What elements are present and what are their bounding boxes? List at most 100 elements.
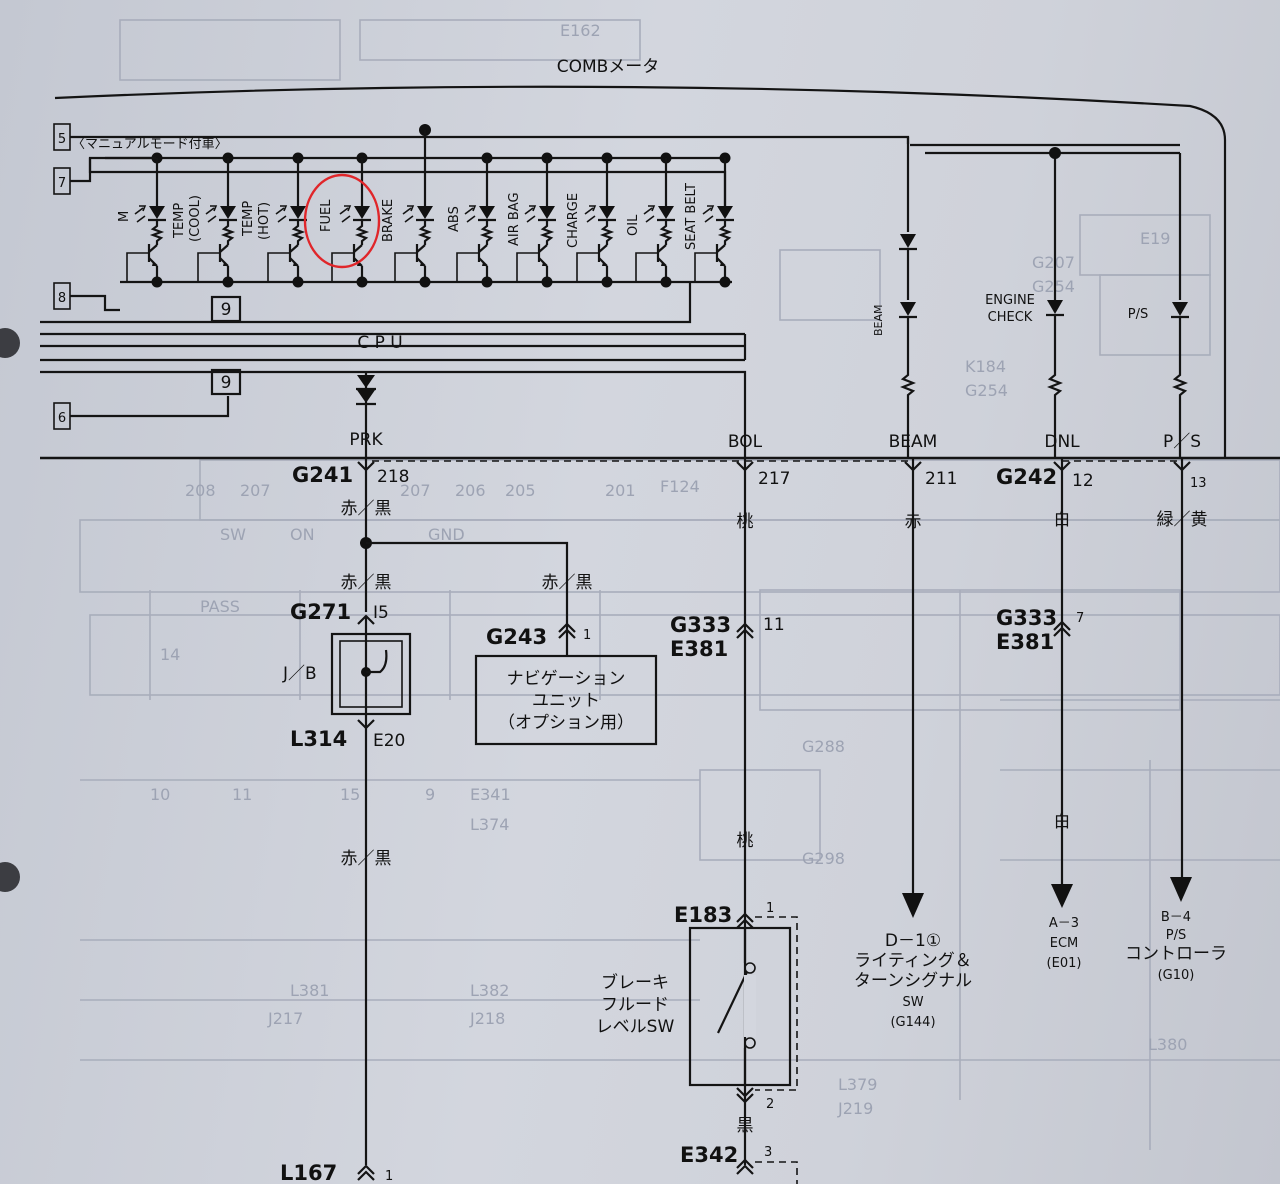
wire-color-red-black: 赤／黒 [341,849,392,869]
indicator-column [126,152,166,288]
indicator-column [331,152,371,288]
pin-label: 6 [58,411,66,426]
ghost-text: J218 [469,1009,505,1028]
destination-line: ECM [1050,936,1079,951]
dnl-circuit: 白 G333 E381 7 白 A－3 ECM (E01) [996,458,1084,971]
pin-12: 12 [1072,471,1094,491]
connector-e183: E183 [674,903,732,927]
ghost-text: 207 [240,481,271,500]
ghost-text: GND [428,525,465,544]
wire-color-black: 黒 [737,1116,754,1136]
ghost-text: J217 [267,1009,303,1028]
destination-line: ライティング＆ [854,951,972,971]
ghost-text: L379 [838,1075,877,1094]
ghost-text: L380 [1148,1035,1187,1054]
indicator-label: OIL [626,214,641,236]
terminal-prk: PRK [349,430,383,450]
box-9-lower [210,368,242,396]
box-9-label: 9 [221,300,232,320]
connector-l314: L314 [290,727,347,751]
indicator-label: SEAT BELT [684,183,699,250]
indicator-column [576,152,616,288]
ghost-text: L374 [470,815,509,834]
ghost-text: G288 [802,737,845,756]
indicator-column [197,152,237,288]
connector-row: G241 218 217 211 G242 12 13 [292,460,1207,491]
pin-218: 218 [377,467,409,487]
pin-1: 1 [385,1169,393,1184]
indicator-label: TEMP [241,201,256,237]
nav-unit-line: ナビゲーション [507,669,626,689]
ghost-text: G207 [1032,253,1075,272]
wire-color-red-black: 赤／黒 [341,499,392,519]
pin-211: 211 [925,469,957,489]
destination-line: (G10) [1158,968,1195,983]
destination-line: (G144) [890,1015,935,1030]
ghost-text: G254 [965,381,1008,400]
ghost-text: 208 [185,481,216,500]
wire-color-red-black: 赤／黒 [542,573,593,593]
brake-fluid-switch-box [688,926,792,1087]
pin-label: 7 [58,176,66,191]
wire-color-red-black: 赤／黒 [341,573,392,593]
indicator-label: TEMP [172,203,187,239]
ps-circuit: 緑／黄 B－4 P/S コントローラ (G10) [1125,458,1227,983]
indicator-column [516,152,556,288]
ghost-text: 205 [505,481,536,500]
background-ghost-layer: E162 G207 G254 K184 G254 E19 F124 207 20… [79,19,1280,1150]
bol-circuit: 桃 G333 E381 11 桃 E183 1 2 ブレーキ フルード レベルS… [596,458,798,1184]
brake-switch-label: レベルSW [596,1017,675,1037]
pin-217: 217 [758,469,790,489]
wire-color-white: 白 [1054,510,1071,530]
terminal-bol: BOL [728,432,763,452]
destination-line: ターンシグナル [854,971,972,991]
ghost-text: G298 [802,849,845,868]
fuel-highlight-circle [303,173,381,269]
terminal-beam: BEAM [889,432,938,452]
ghost-text: 10 [150,785,170,804]
pin-13: 13 [1190,476,1207,491]
ps-indicator-label: P/S [1128,307,1148,322]
wire-color-peach: 桃 [737,512,754,532]
destination-line: D－1① [885,931,941,951]
connector-g333: G333 [996,606,1057,630]
ghost-text: 201 [605,481,636,500]
nav-unit-line: ユニット [532,691,600,711]
indicator-label: ABS [447,206,462,232]
ghost-text: J219 [837,1099,873,1118]
connector-g241: G241 [292,463,353,487]
indicator-label: BRAKE [381,199,396,242]
connector-g333: G333 [670,613,731,637]
pin-e20: E20 [373,731,405,751]
connector-g243: G243 [486,625,547,649]
component-title: COMBメータ [557,57,660,77]
brake-switch-label: ブレーキ [601,972,669,993]
box-9-upper [210,295,242,323]
wire-color-white: 白 [1054,812,1071,832]
prk-diodes [356,372,376,458]
ghost-text: F124 [660,477,700,496]
indicator-column [456,152,496,288]
indicator-column [694,152,734,288]
wire-color-red: 赤 [905,512,922,532]
indicator-label: M [117,211,132,222]
ghost-text: ON [290,525,315,544]
destination-line: P/S [1166,928,1186,943]
meter-pins: 5 7 8 6 [53,123,71,430]
indicator-column [267,152,307,288]
nav-unit-line: （オプション用） [498,713,634,733]
pin-11: 11 [763,615,785,635]
meter-outline [40,85,1280,460]
terminal-dnl: DNL [1044,432,1080,452]
destination-line: (E01) [1047,956,1082,971]
indicator-label: CHARGE [566,193,581,248]
beam-circuit: 赤 D－1① ライティング＆ ターンシグナル SW (G144) [854,458,972,1030]
junction-dot [1049,147,1061,159]
indicator-column [394,124,434,288]
pin-i5: I5 [373,603,389,623]
binder-hole [0,862,20,892]
ghost-text: 206 [455,481,486,500]
destination-line: SW [902,995,923,1010]
